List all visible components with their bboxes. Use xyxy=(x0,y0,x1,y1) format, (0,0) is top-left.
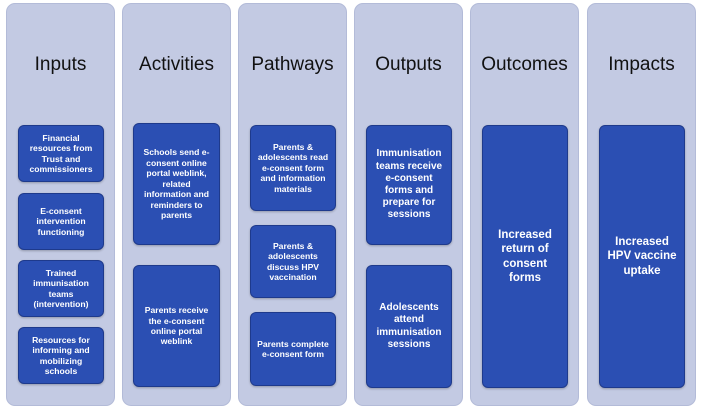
box-activities-parents-receive: Parents receive the e-consent online por… xyxy=(133,265,220,387)
box-inputs-e-consent-functioning: E-consent intervention functioning xyxy=(18,193,104,250)
box-pathways-discuss-hpv: Parents & adolescents discuss HPV vaccin… xyxy=(250,225,336,298)
column-title-inputs: Inputs xyxy=(34,54,87,75)
column-pathways: Pathways Parents & adolescents read e-co… xyxy=(238,3,347,406)
column-activities: Activities Schools send e-consent online… xyxy=(122,3,231,406)
column-title-pathways: Pathways xyxy=(251,54,334,75)
box-inputs-school-resources: Resources for informing and mobilizing s… xyxy=(18,327,104,384)
column-title-impacts: Impacts xyxy=(608,54,675,75)
box-inputs-financial-resources: Financial resources from Trust and commi… xyxy=(18,125,104,182)
column-outputs: Outputs Immunisation teams receive e-con… xyxy=(354,3,463,406)
box-outcomes-increased-return: Increased return of consent forms xyxy=(482,125,568,388)
column-title-outputs: Outputs xyxy=(375,54,442,75)
box-activities-schools-send: Schools send e-consent online portal web… xyxy=(133,123,220,245)
column-impacts: Impacts Increased HPV vaccine uptake xyxy=(587,3,696,406)
box-outputs-adolescents-attend: Adolescents attend immunisation sessions xyxy=(366,265,452,388)
box-impacts-increased-uptake: Increased HPV vaccine uptake xyxy=(599,125,685,388)
box-outputs-teams-receive: Immunisation teams receive e-consent for… xyxy=(366,125,452,245)
column-outcomes: Outcomes Increased return of consent for… xyxy=(470,3,579,406)
column-title-activities: Activities xyxy=(139,54,214,75)
box-pathways-complete-form: Parents complete e-consent form xyxy=(250,312,336,386)
box-inputs-trained-teams: Trained immunisation teams (intervention… xyxy=(18,260,104,317)
box-pathways-read-form: Parents & adolescents read e-consent for… xyxy=(250,125,336,211)
column-inputs: Inputs Financial resources from Trust an… xyxy=(6,3,115,406)
column-title-outcomes: Outcomes xyxy=(481,54,568,75)
